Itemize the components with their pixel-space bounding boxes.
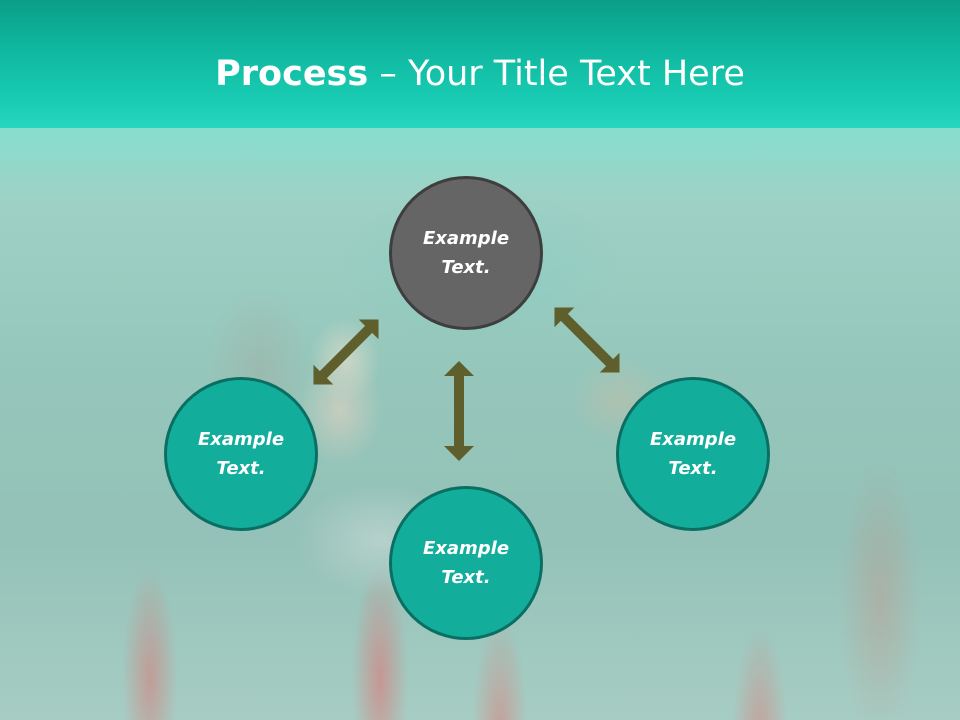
title-rest: – Your Title Text Here [368, 54, 745, 94]
node-left-line2: Text. [216, 458, 266, 479]
double-arrow-icon-bottom [444, 361, 474, 461]
node-left-line1: Example [197, 429, 285, 450]
node-center-line2: Text. [441, 257, 491, 278]
slide-title[interactable]: Process – Your Title Text Here [0, 52, 960, 96]
double-arrow-icon-right [554, 307, 620, 373]
double-arrow-icon-left [313, 319, 379, 385]
node-bottom-line2: Text. [441, 567, 491, 588]
node-right-line1: Example [649, 429, 737, 450]
node-center-line1: Example [422, 228, 510, 249]
node-bottom-line1: Example [422, 538, 510, 559]
header-band [0, 0, 960, 128]
title-strong: Process [215, 54, 369, 94]
node-right-line2: Text. [668, 458, 718, 479]
